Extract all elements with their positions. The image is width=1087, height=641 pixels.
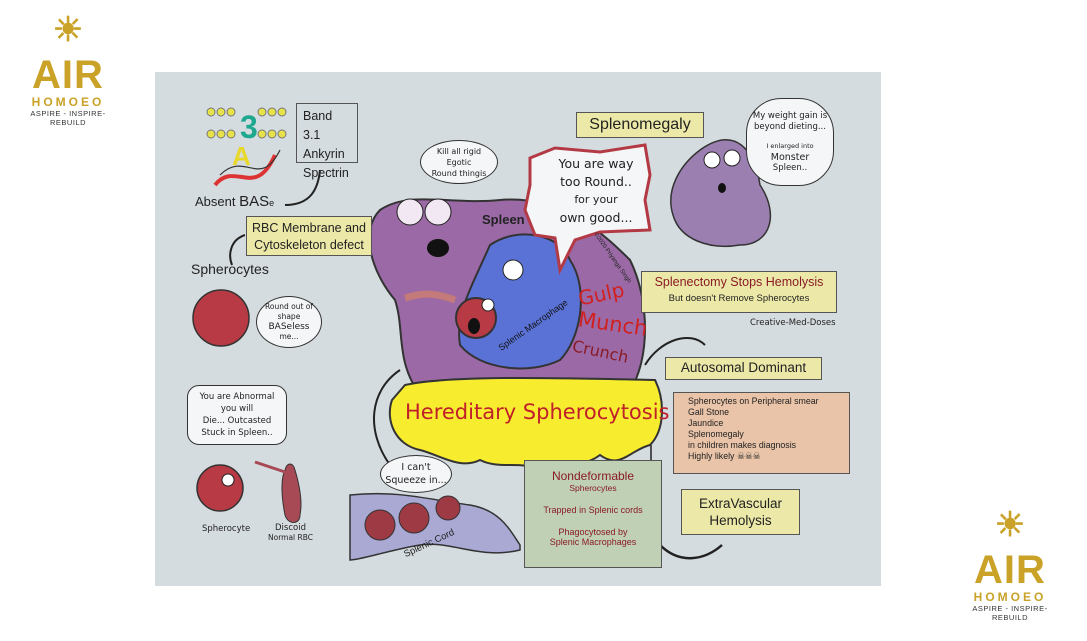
ankyrin-glyph: A (232, 141, 251, 171)
skull-icon: ☠☠☠ (736, 451, 761, 461)
logo-tagline: ASPIRE - INSPIRE- REBUILD (972, 604, 1048, 622)
thought-line: BASeless (268, 322, 310, 332)
autosomal-box: Autosomal Dominant (665, 357, 822, 380)
diagnosis-line: Highly likely (688, 451, 735, 461)
round-speech-bubble (523, 143, 652, 275)
logo-tagline: ASPIRE - INSPIRE- REBUILD (30, 109, 106, 127)
speech-line: Die... Outcasted (202, 416, 272, 426)
diagnosis-line: in children makes diagnosis (688, 440, 797, 450)
speech-line: You are way (558, 156, 634, 171)
absent-text: Absent (195, 194, 236, 209)
spherocytes-label: Spherocytes (191, 261, 269, 277)
logo-brand: AIR (974, 548, 1046, 592)
splenectomy-box: Splenectomy Stops Hemolysis But doesn't … (641, 271, 837, 313)
discoid-line: Discoid (275, 523, 306, 533)
arrow-icon (284, 169, 321, 206)
sad-spherocyte-illustration (192, 289, 250, 347)
diagnosis-line: Spherocytes on Peripheral smear (688, 396, 819, 406)
speech-line: You are Abnormal (199, 392, 275, 402)
speech-line: Egotic (446, 157, 472, 167)
logo-sub: HOMOEO (973, 590, 1047, 604)
extravascular-line: ExtraVascular (698, 496, 783, 511)
diagnosis-line: Splenomegaly (688, 429, 744, 439)
nondeformable-line: Splenic Macrophages (549, 537, 637, 547)
speech-line: own good... (559, 210, 633, 225)
speech-line: you will (220, 404, 254, 414)
speech-line: Round thingis (431, 168, 487, 178)
spherocyte-label: Spherocyte (202, 524, 251, 534)
defect-line: Cytoskeleton defect (254, 238, 364, 252)
logo-bottom-right: ☀ AIR HOMOEO ASPIRE - INSPIRE- REBUILD (960, 500, 1060, 622)
thought-line: Round out of (264, 302, 313, 311)
main-title: Hereditary Spherocytosis (405, 400, 670, 424)
spectrin-strand (213, 154, 277, 187)
absent-base-label: Absent BASe (195, 193, 274, 210)
discoid-line: Normal RBC (268, 533, 313, 542)
thought-line: My weight gain is (752, 110, 828, 121)
bulb-icon: ☀ (52, 11, 84, 49)
thought-line: Monster (770, 151, 810, 163)
speech-line: Kill all rigid (436, 146, 482, 156)
protein-spectrin: Spectrin (303, 166, 349, 180)
thought-line: shape (277, 312, 301, 321)
membrane-proteins-box: Band 3.1 Ankyrin Spectrin (296, 103, 358, 180)
credit-text: Creative-Med-Doses (750, 318, 836, 328)
arrow-icon (373, 369, 401, 466)
arrow-icon (659, 544, 723, 560)
membrane-icon (206, 107, 287, 139)
defect-line: RBC Membrane and (252, 221, 366, 235)
nondeformable-sub: Spherocytes (569, 483, 617, 493)
splenomegaly-box: Splenomegaly (576, 112, 704, 138)
base-e-text: e (269, 198, 275, 208)
round-speech-text: You are way too Round.. for your own good..… (548, 155, 644, 227)
speech-line: for your (574, 193, 618, 206)
diagnosis-line: Gall Stone (688, 407, 730, 417)
band3-glyph: 3 (240, 109, 258, 145)
spleen-label: Spleen (482, 212, 525, 227)
speech-line: Squeeze in... (385, 475, 447, 486)
logo-sub: HOMOEO (31, 95, 105, 109)
nondeformable-box: Nondeformable Spherocytes Trapped in Spl… (524, 460, 662, 568)
diagnosis-line: Jaundice (688, 418, 724, 428)
arrow-icon (644, 336, 706, 366)
splenectomy-sub: But doesn't Remove Spherocytes (668, 293, 810, 304)
thought-line: Spleen.. (772, 162, 808, 173)
nondeformable-line: Trapped in Splenic cords (543, 505, 643, 515)
protein-ankyrin: Ankyrin (303, 147, 345, 161)
splenic-cord-illustration (349, 492, 521, 561)
base-text: BAS (239, 193, 270, 210)
thought-line: I enlarged into (766, 141, 814, 150)
bulb-icon: ☀ (994, 506, 1026, 544)
nondeformable-title: Nondeformable (551, 469, 635, 483)
arrow-icon (229, 234, 246, 266)
extravascular-line: Hemolysis (709, 513, 772, 528)
discoid-rbc-illustration (281, 463, 302, 523)
speech-line: Stuck in Spleen.. (201, 428, 273, 438)
protein-band3: Band 3.1 (303, 109, 333, 142)
nondeformable-line: Phagocytosed by (558, 527, 628, 537)
logo-brand: AIR (32, 53, 104, 97)
logo-top-left: ☀ AIR HOMOEO ASPIRE - INSPIRE- REBUILD (18, 5, 118, 127)
speech-line: I can't (401, 462, 431, 473)
speech-line: too Round.. (560, 174, 632, 189)
thought-line: beyond dieting... (754, 121, 826, 132)
splenectomy-title: Splenectomy Stops Hemolysis (654, 275, 824, 289)
spherocyte-illustration (196, 464, 244, 512)
thought-line: me... (279, 332, 299, 341)
